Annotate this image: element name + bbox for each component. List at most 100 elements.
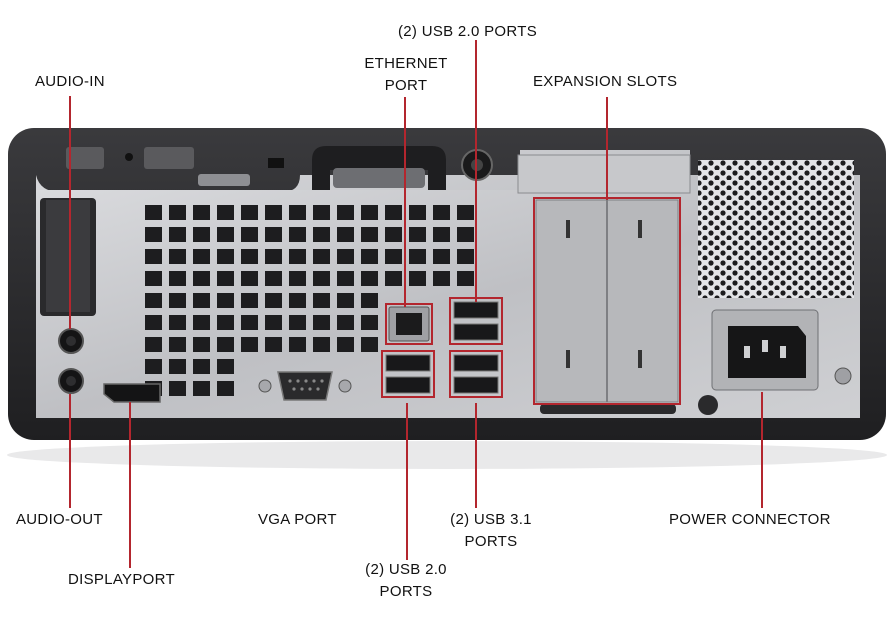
vent-hole xyxy=(337,315,354,330)
label-audio-in: AUDIO-IN xyxy=(35,71,105,93)
vent-hole xyxy=(313,293,330,308)
vent-hole xyxy=(289,205,306,220)
label-usb31-line2: PORTS xyxy=(431,531,551,553)
vent-hole xyxy=(337,293,354,308)
vent-hole xyxy=(457,271,474,286)
vent-hole xyxy=(241,337,258,352)
vent-hole xyxy=(145,205,162,220)
vent-hole xyxy=(433,249,450,264)
vent-hole xyxy=(409,271,426,286)
vent-hole xyxy=(433,227,450,242)
vent-hole xyxy=(193,315,210,330)
label-ethernet-line1: ETHERNET xyxy=(356,53,456,75)
vent-hole xyxy=(265,293,282,308)
vent-hole xyxy=(337,249,354,264)
vent-hole xyxy=(169,359,186,374)
vent-hole xyxy=(145,227,162,242)
vent-hole xyxy=(361,271,378,286)
vent-hole xyxy=(145,315,162,330)
vent-hole xyxy=(337,205,354,220)
label-power-connector: POWER CONNECTOR xyxy=(669,509,831,531)
label-usb20-bottom-line2: PORTS xyxy=(346,581,466,603)
vent-hole xyxy=(385,271,402,286)
label-ethernet: ETHERNET PORT xyxy=(356,53,456,97)
vent-hole xyxy=(217,337,234,352)
vent-hole xyxy=(289,249,306,264)
vent-hole xyxy=(265,337,282,352)
vent-hole xyxy=(217,205,234,220)
vent-hole xyxy=(145,359,162,374)
vent-hole xyxy=(265,249,282,264)
label-usb20-bottom-line1: (2) USB 2.0 xyxy=(346,559,466,581)
vent-hole xyxy=(337,337,354,352)
displayport-connector xyxy=(104,384,160,402)
vent-hole xyxy=(409,249,426,264)
vent-hole xyxy=(313,337,330,352)
vent-hole xyxy=(217,271,234,286)
label-expansion-slots: EXPANSION SLOTS xyxy=(533,71,677,93)
vent-hole xyxy=(217,249,234,264)
vent-hole xyxy=(169,271,186,286)
vent-hole xyxy=(241,293,258,308)
label-usb20-top: (2) USB 2.0 PORTS xyxy=(398,21,537,43)
vent-hole xyxy=(169,337,186,352)
vent-hole xyxy=(145,271,162,286)
vent-hole xyxy=(217,359,234,374)
vent-hole xyxy=(457,249,474,264)
vent-hole xyxy=(361,337,378,352)
vent-hole xyxy=(169,381,186,396)
vent-hole xyxy=(409,227,426,242)
vent-hole xyxy=(265,271,282,286)
vent-hole xyxy=(385,249,402,264)
label-usb20-bottom: (2) USB 2.0 PORTS xyxy=(346,559,466,603)
vent-hole xyxy=(241,249,258,264)
vent-hole xyxy=(409,205,426,220)
psu-fan-grille xyxy=(698,160,854,298)
vent-hole xyxy=(433,205,450,220)
vent-hole xyxy=(313,205,330,220)
vent-hole xyxy=(433,271,450,286)
vent-hole xyxy=(337,271,354,286)
vent-hole xyxy=(337,227,354,242)
vent-hole xyxy=(361,249,378,264)
vent-hole xyxy=(241,227,258,242)
vent-hole xyxy=(169,315,186,330)
vent-hole xyxy=(313,227,330,242)
vent-hole xyxy=(361,227,378,242)
vent-hole xyxy=(361,205,378,220)
vent-hole xyxy=(241,315,258,330)
vent-hole xyxy=(241,271,258,286)
vent-hole xyxy=(193,293,210,308)
vent-hole xyxy=(457,205,474,220)
vent-hole xyxy=(169,227,186,242)
vent-hole xyxy=(265,315,282,330)
vent-hole xyxy=(313,315,330,330)
vent-hole xyxy=(313,249,330,264)
vent-hole xyxy=(217,315,234,330)
vent-hole xyxy=(169,205,186,220)
vent-hole xyxy=(193,271,210,286)
vga-connector xyxy=(278,372,332,400)
vent-hole xyxy=(193,359,210,374)
vent-hole xyxy=(361,293,378,308)
vent-hole xyxy=(289,271,306,286)
vent-hole xyxy=(169,249,186,264)
label-usb31: (2) USB 3.1 PORTS xyxy=(431,509,551,553)
vent-hole xyxy=(265,227,282,242)
vent-hole xyxy=(385,205,402,220)
label-vga-port: VGA PORT xyxy=(258,509,337,531)
vent-hole xyxy=(457,227,474,242)
vent-hole xyxy=(145,337,162,352)
vent-hole xyxy=(169,293,186,308)
vent-hole xyxy=(361,315,378,330)
vent-hole xyxy=(289,315,306,330)
vent-hole xyxy=(217,293,234,308)
vent-hole xyxy=(193,227,210,242)
vent-hole xyxy=(289,227,306,242)
vent-hole xyxy=(265,205,282,220)
vent-hole xyxy=(193,381,210,396)
vent-hole xyxy=(193,205,210,220)
vent-hole xyxy=(313,271,330,286)
vent-hole xyxy=(193,337,210,352)
